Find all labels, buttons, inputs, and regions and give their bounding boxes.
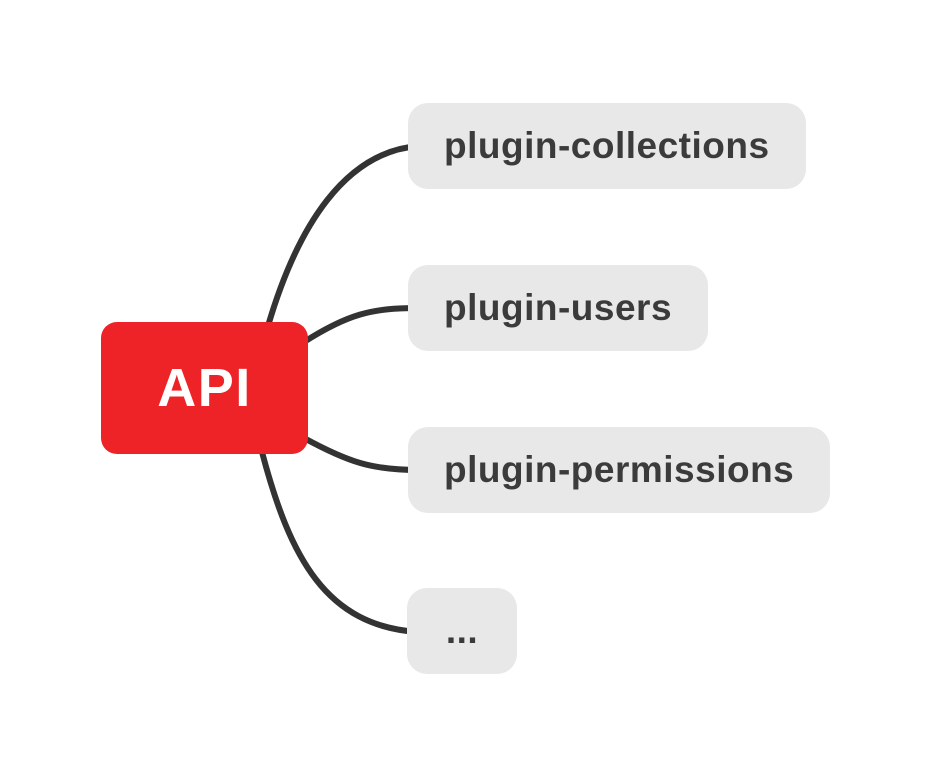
root-node-label: API [157,358,252,418]
connector-api-to-plugin-collections [265,143,421,329]
connector-api-to-more [259,449,421,635]
node-label: ... [445,610,479,651]
node-label: plugin-collections [444,125,770,166]
root-node-api: API [101,322,308,454]
connector-api-to-plugin-permissions [301,435,421,473]
node-plugin-permissions: plugin-permissions [408,427,831,513]
node-plugin-users: plugin-users [408,265,709,351]
node-label: plugin-permissions [444,449,795,490]
node-more: ... [407,588,517,674]
connector-api-to-plugin-users [301,305,421,345]
node-plugin-collections: plugin-collections [408,103,806,189]
node-label: plugin-users [444,287,673,328]
